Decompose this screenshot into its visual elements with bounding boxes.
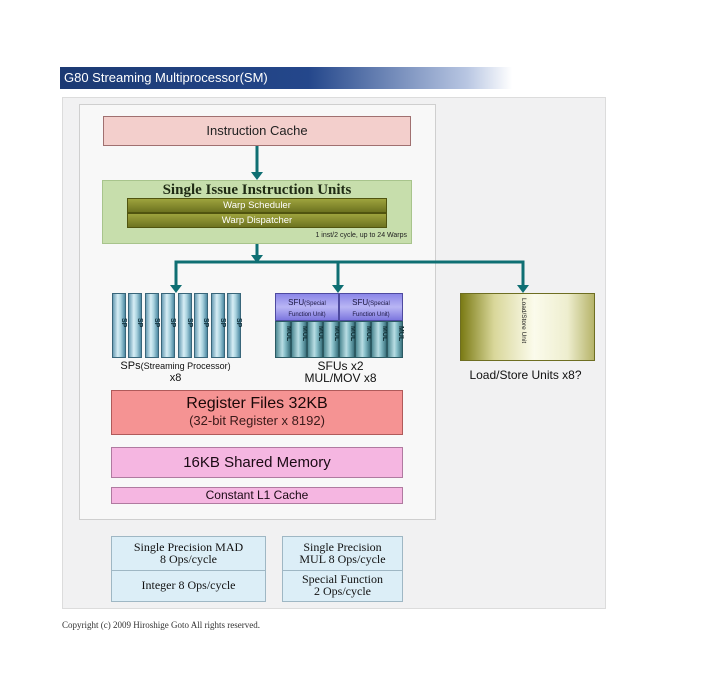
- arrow-bus-horizontal: [174, 260, 525, 285]
- issue-unit-box: Single Issue Instruction Units Warp Sche…: [102, 180, 412, 244]
- sfu-caption-line2: MUL/MOV x8: [304, 371, 377, 385]
- issue-rate-note: 1 inst/2 cycle, up to 24 Warps: [315, 232, 407, 239]
- perf-single-mad-line2: 8 Ops/cycle: [160, 552, 217, 566]
- arrowhead-sfu: [332, 285, 344, 293]
- sp-unit: SP: [161, 293, 176, 358]
- sp-unit-label: SP: [235, 318, 242, 328]
- warp-dispatcher: Warp Dispatcher: [127, 213, 387, 228]
- mul-unit: MUL: [291, 321, 308, 358]
- sp-unit: SP: [194, 293, 209, 358]
- mul-unit: MUL: [355, 321, 372, 358]
- mul-unit-label: MUL: [381, 326, 388, 342]
- shared-memory-box: 16KB Shared Memory: [111, 447, 403, 478]
- instruction-cache-box: Instruction Cache: [103, 116, 411, 146]
- perf-single-mul-line1: Single Precision: [303, 540, 382, 554]
- perf-table-right: Single Precision MUL 8 Ops/cycle Special…: [282, 536, 403, 602]
- sp-unit-label: SP: [169, 318, 176, 328]
- arrowhead-issue: [251, 172, 263, 180]
- sp-unit-label: SP: [136, 318, 143, 328]
- copyright-text: Copyright (c) 2009 Hiroshige Goto All ri…: [62, 620, 260, 630]
- sp-unit: SP: [112, 293, 127, 358]
- warp-scheduler: Warp Scheduler: [127, 198, 387, 213]
- sp-unit: SP: [145, 293, 160, 358]
- arrowhead-sp: [170, 285, 182, 293]
- register-files-subtitle: (32-bit Register x 8192): [189, 413, 325, 428]
- perf-special-line1: Special Function: [302, 572, 383, 586]
- sfu-title: SFU: [288, 298, 305, 307]
- sp-unit: SP: [128, 293, 143, 358]
- sp-unit: SP: [178, 293, 193, 358]
- mul-unit-label: MUL: [349, 326, 356, 342]
- diagram-title: G80 Streaming Multiprocessor(SM): [60, 67, 512, 89]
- sfu-subtitle: (Special Function Unit): [288, 301, 326, 318]
- sp-caption-main: SPs: [120, 360, 141, 372]
- sp-caption-count: x8: [169, 372, 182, 384]
- perf-table-left: Single Precision MAD 8 Ops/cycle Integer…: [111, 536, 266, 602]
- arrowhead-loadstore: [517, 285, 529, 293]
- register-files-box: Register Files 32KB (32-bit Register x 8…: [111, 390, 403, 435]
- sp-unit: SP: [227, 293, 242, 358]
- constant-cache-box: Constant L1 Cache: [111, 487, 403, 504]
- mul-unit-label: MUL: [365, 326, 372, 342]
- perf-special-line2: 2 Ops/cycle: [314, 584, 371, 598]
- register-files-title: Register Files 32KB: [186, 395, 328, 412]
- perf-single-mad-line1: Single Precision MAD: [133, 540, 244, 554]
- load-store-caption: Load/Store Units x8?: [469, 368, 582, 382]
- load-store-unit: Load/Store Unit: [460, 293, 595, 361]
- sp-unit: SP: [211, 293, 226, 358]
- mul-unit-label: MUL: [285, 326, 292, 342]
- mul-unit-label: MUL: [301, 326, 308, 342]
- sp-unit-label: SP: [120, 318, 127, 328]
- arrowhead-bus: [251, 255, 263, 263]
- sfu-subtitle: (Special Function Unit): [352, 301, 390, 318]
- mul-unit: MUL: [339, 321, 356, 358]
- load-store-unit-label: Load/Store Unit: [520, 298, 527, 344]
- mul-unit: MUL: [275, 321, 292, 358]
- mul-unit-label: MUL: [333, 326, 340, 342]
- sp-unit-label: SP: [186, 318, 193, 328]
- mul-unit: MUL: [371, 321, 388, 358]
- sp-unit-label: SP: [202, 318, 209, 328]
- perf-divider: [283, 570, 402, 571]
- mul-unit-label: MUL: [397, 326, 404, 342]
- sfu-title: SFU: [352, 298, 369, 307]
- perf-single-mul-line2: MUL 8 Ops/cycle: [299, 552, 386, 566]
- sp-unit-label: SP: [219, 318, 226, 328]
- sfu-unit: SFU(Special Function Unit): [275, 293, 339, 321]
- mul-unit: MUL: [307, 321, 324, 358]
- mul-unit: MUL: [387, 321, 404, 358]
- sp-caption-sub: (Streaming Processor): [140, 361, 231, 371]
- sp-unit-label: SP: [153, 318, 160, 328]
- mul-unit: MUL: [323, 321, 340, 358]
- issue-unit-title: Single Issue Instruction Units: [162, 182, 352, 198]
- sfu-caption: SFUs x2 MUL/MOV x8: [278, 360, 403, 384]
- perf-divider: [112, 570, 265, 571]
- perf-integer: Integer 8 Ops/cycle: [141, 578, 236, 592]
- sfu-unit: SFU(Special Function Unit): [339, 293, 403, 321]
- mul-unit-label: MUL: [317, 326, 324, 342]
- sp-caption: SPs(Streaming Processor) x8: [108, 360, 243, 384]
- sfu-caption-line1: SFUs x2: [317, 359, 364, 373]
